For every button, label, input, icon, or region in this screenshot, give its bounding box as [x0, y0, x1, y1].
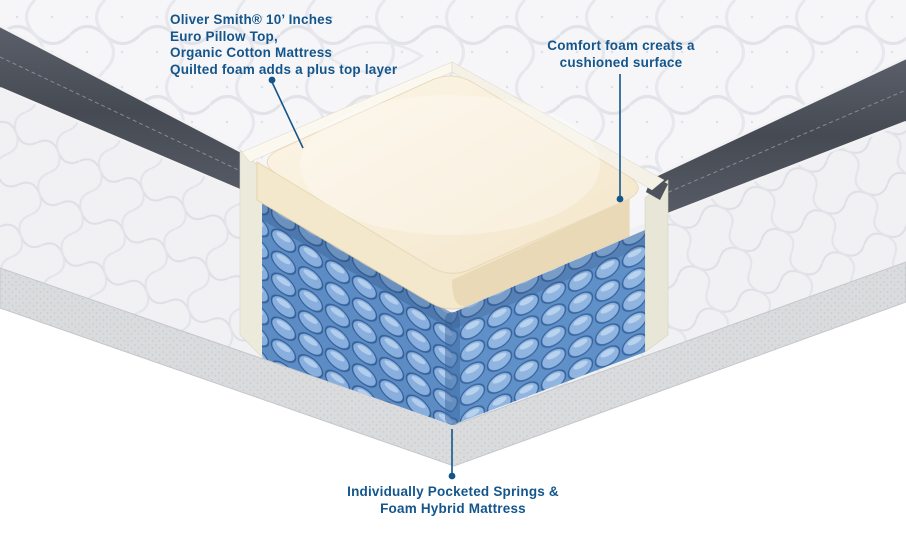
cut-edge-right	[451, 61, 665, 191]
leader-line-quilted-top	[271, 81, 304, 149]
annotation-quilted-top: Oliver Smith® 10’ Inches Euro Pillow Top…	[170, 12, 450, 79]
leader-dot-quilted-top	[268, 76, 276, 84]
annotation-line: Comfort foam creats a	[547, 38, 695, 53]
foam-top-face	[266, 75, 639, 274]
foam-front-face-right-shade	[452, 199, 629, 307]
annotation-comfort-foam: Comfort foam creats a cushioned surface	[526, 38, 716, 71]
leader-lines	[271, 74, 621, 473]
dark-band-right	[654, 56, 906, 216]
annotation-line: Quilted foam adds a plus top layer	[170, 62, 398, 78]
annotation-line: cushioned surface	[559, 54, 683, 70]
pocketed-springs	[262, 203, 645, 425]
annotation-pocketed-springs: Individually Pocketed Springs & Foam Hyb…	[312, 484, 594, 517]
annotation-line: Individually Pocketed Springs &	[347, 484, 559, 499]
gray-base-strip	[0, 261, 906, 467]
leader-dot-springs	[448, 472, 456, 480]
leader-dots	[268, 76, 624, 480]
corner-spring-seam	[445, 312, 460, 425]
dark-band-left	[0, 24, 257, 199]
annotation-line: Oliver Smith® 10’ Inches	[170, 12, 333, 27]
annotation-line: Organic Cotton Mattress	[170, 45, 333, 61]
annotation-line: Euro Pillow Top,	[170, 28, 278, 44]
annotation-line: Foam Hybrid Mattress	[380, 500, 526, 516]
cutaway-wall-right	[644, 179, 669, 353]
foam-highlight	[300, 95, 600, 235]
comfort-foam-layer	[256, 75, 639, 310]
leader-dot-comfort-foam	[616, 195, 624, 203]
